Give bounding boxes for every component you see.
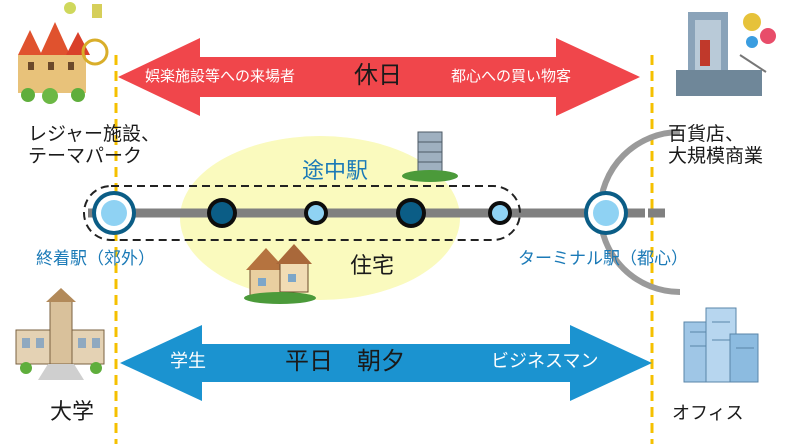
housing-label: 住宅 xyxy=(350,254,395,279)
station-large-2 xyxy=(396,198,426,228)
weekday-arrow xyxy=(120,325,652,401)
theme-park-icon xyxy=(18,2,109,104)
station-small-2 xyxy=(488,201,512,225)
houses-icon xyxy=(244,244,316,304)
station-terminal xyxy=(584,191,628,235)
office-icon xyxy=(683,307,759,383)
holiday-right-label: 都心への買い物客 xyxy=(451,67,572,85)
suburban-stations-outline xyxy=(83,185,521,241)
department-label: 百貨店、 大規模商業 xyxy=(668,123,764,167)
university-label: 大学 xyxy=(50,400,95,425)
weekday-title: 平日 朝夕 xyxy=(285,347,405,375)
weekday-left-label: 学生 xyxy=(170,351,206,372)
midway-station-label: 途中駅 xyxy=(302,159,369,184)
station-large-1 xyxy=(207,198,237,228)
department-store-icon xyxy=(676,12,776,96)
station-small-1 xyxy=(304,201,328,225)
terminus-station-label: 終着駅（郊外） xyxy=(36,249,155,269)
midway-building-icon xyxy=(402,131,458,182)
leisure-label: レジャー施設、 テーマパーク xyxy=(28,123,161,167)
holiday-title: 休日 xyxy=(354,61,402,89)
station-terminus xyxy=(92,191,136,235)
holiday-arrow xyxy=(118,38,640,116)
terminal-station-label: ターミナル駅（都心） xyxy=(518,249,688,269)
office-label: オフィス xyxy=(672,403,744,424)
university-icon xyxy=(15,288,105,380)
holiday-left-label: 娯楽施設等への来場者 xyxy=(145,67,296,85)
weekday-right-label: ビジネスマン xyxy=(491,351,599,372)
